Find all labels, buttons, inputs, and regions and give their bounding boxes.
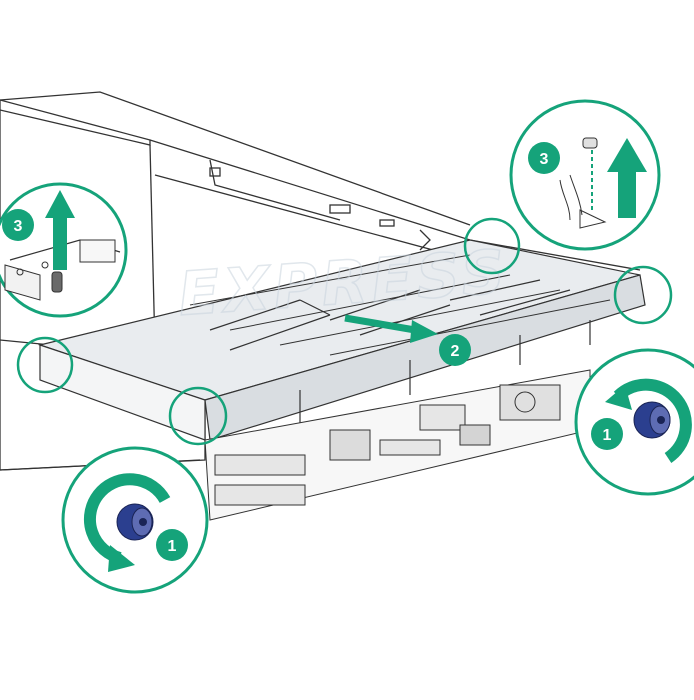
callout-screw-left: 1 xyxy=(61,446,209,594)
highlight-left-screw xyxy=(168,386,228,446)
highlight-left-rail xyxy=(16,336,74,394)
rotate-ccw-arrow-icon xyxy=(83,473,171,572)
step-number-slide: 2 xyxy=(451,343,460,360)
thumbscrew-icon xyxy=(633,401,671,439)
callout-screw-right: 1 xyxy=(574,348,694,496)
highlight-rear-pin xyxy=(463,217,521,275)
rotate-ccw-arrow-icon xyxy=(605,378,692,463)
step-number-lift-right: 3 xyxy=(540,151,549,168)
drive-cage xyxy=(37,239,646,441)
slide-arrow-icon xyxy=(344,314,438,343)
step-badge-slide: 2 xyxy=(439,334,471,366)
lift-up-arrow-icon xyxy=(45,190,75,270)
rear-io-panel xyxy=(204,369,591,521)
step-number-lift-left: 3 xyxy=(14,218,23,235)
callout-lift-right: 3 xyxy=(509,99,661,251)
highlight-circles xyxy=(16,217,673,446)
step-number-screw-right: 1 xyxy=(603,427,612,444)
lift-up-arrow-icon xyxy=(607,138,647,218)
pin-icon xyxy=(51,271,63,293)
step-number-screw-left: 1 xyxy=(168,538,177,555)
callout-lift-left: 3 xyxy=(0,182,128,318)
pin-icon xyxy=(582,137,598,149)
highlight-right-screw xyxy=(613,265,673,325)
thumbscrew-icon xyxy=(116,503,154,541)
